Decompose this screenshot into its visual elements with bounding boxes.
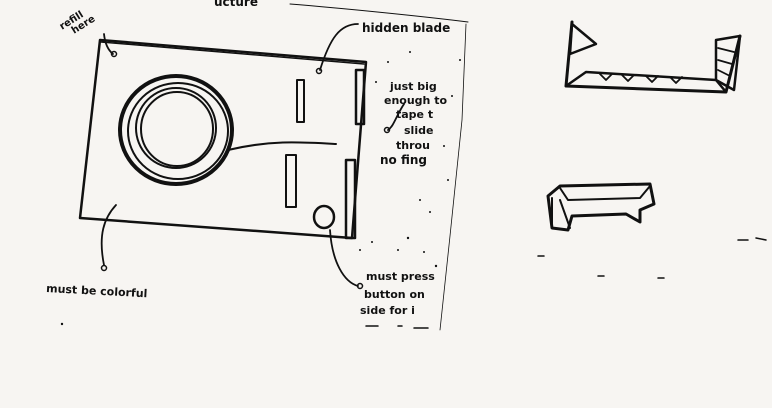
note-tape-line6: no fing bbox=[380, 153, 427, 167]
note-press-line2: button on bbox=[364, 288, 425, 301]
blade-clip-sketch bbox=[564, 20, 742, 94]
note-press-line4-scribble bbox=[365, 325, 429, 329]
note-hidden-blade: hidden blade bbox=[362, 21, 450, 35]
dispenser-body-sketch bbox=[78, 38, 368, 240]
button-block-sketch bbox=[537, 182, 767, 279]
paper-edge-texture bbox=[60, 3, 469, 331]
note-tape-line2: enough to bbox=[384, 94, 447, 107]
note-tape-line4: slide bbox=[404, 124, 433, 137]
note-tape-line3: tape t bbox=[396, 108, 433, 121]
note-tape-line1: just big bbox=[389, 80, 437, 93]
press-button-sketch bbox=[312, 204, 336, 230]
annotation-arrows bbox=[100, 23, 405, 290]
blade-slots-sketch bbox=[285, 68, 366, 240]
tape-roll-sketch bbox=[118, 74, 337, 186]
note-colorful: must be colorful bbox=[46, 282, 148, 300]
note-tape-line5: throu bbox=[396, 139, 430, 152]
note-press-line1: must press bbox=[366, 270, 435, 283]
note-press-line3: side for i bbox=[360, 304, 415, 317]
note-top-cut: ucture bbox=[214, 0, 258, 9]
